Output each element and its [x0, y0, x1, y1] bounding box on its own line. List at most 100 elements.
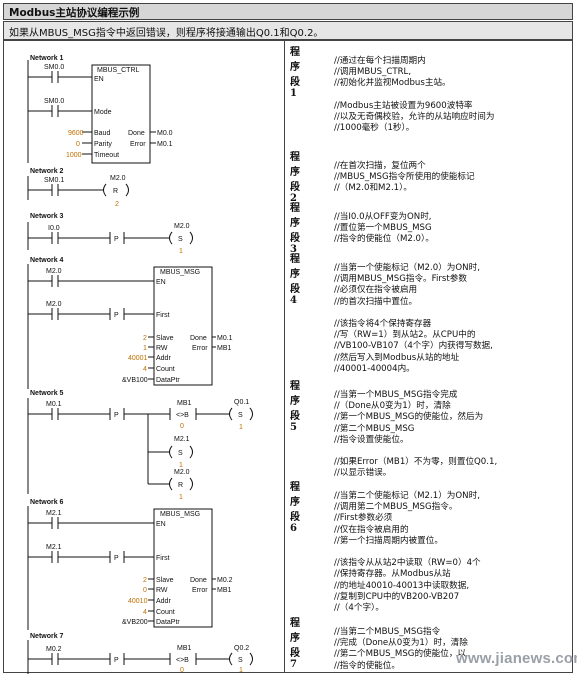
n5-coil2-count: 1: [179, 462, 183, 469]
section-title: 程序段4: [290, 254, 300, 306]
error-output: MB1: [217, 345, 232, 352]
pin-en: EN: [156, 279, 166, 286]
section-title: 程序段1: [290, 47, 300, 99]
subtitle-bar: 如果从MBUS_MSG指令中返回错误，则程序将接通输出Q0.1和Q0.2。: [3, 21, 573, 40]
done-output: M0.0: [157, 130, 173, 137]
section-comment: //通过在每个扫描周期内 //调用MBUS_CTRL, //初始化并监视Modb…: [334, 56, 495, 134]
slave-value: 2: [143, 335, 147, 342]
network-label: Network 3: [30, 213, 64, 220]
n5-cmp-value: 0: [180, 423, 184, 430]
content-frame: [3, 40, 573, 673]
pin-baud: Baud: [94, 130, 110, 137]
block-name: MBUS_MSG: [160, 269, 200, 276]
network-1: SM0.0 SM0.0 MBUS_CTRL EN Mode 9600 Baud …: [28, 64, 173, 164]
pin-done: Done: [190, 577, 207, 584]
n5-coil3-label: M2.0: [174, 469, 190, 476]
pin-dataptr: DataPtr: [156, 377, 180, 384]
network-2: SM0.1 M2.0 R 2: [28, 175, 129, 208]
n5-coil2-type: S: [178, 450, 183, 457]
section-title: 程序段7: [290, 618, 300, 670]
section-comment: //当第一个使能标记（M2.0）为ON时, //调用MBUS_MSG指令。Fir…: [334, 263, 493, 374]
n7-contact-label: M0.2: [46, 646, 62, 653]
n2-coil-count: 2: [115, 201, 119, 208]
pin-count: Count: [156, 609, 175, 616]
pin-count: Count: [156, 366, 175, 373]
page-title: Modbus主站协议编程示例: [9, 7, 140, 19]
n5-coil1-label: Q0.1: [234, 399, 249, 406]
network-4: M2.0 M2.0 P MBUS_MSG EN First 2 Slave 1 …: [28, 266, 233, 386]
network-label: Network 5: [30, 390, 64, 397]
page-subtitle: 如果从MBUS_MSG指令中返回错误，则程序将接通输出Q0.1和Q0.2。: [9, 28, 324, 39]
pin-first: First: [156, 312, 170, 319]
n5-coil1-type: S: [238, 412, 243, 419]
n2-contact-label: SM0.1: [44, 177, 64, 184]
n2-coil-type: R: [113, 188, 118, 195]
addr-value: 40010: [128, 598, 148, 605]
block-name: MBUS_CTRL: [97, 67, 140, 74]
n5-coil1-count: 1: [239, 424, 243, 431]
dataptr-value: &VB200: [122, 619, 148, 626]
network-3: I0.0 P M2.0 S 1: [28, 223, 193, 255]
pin-error: Error: [192, 587, 208, 594]
n7-coil-label: Q0.2: [234, 645, 249, 652]
n3-coil-count: 1: [179, 248, 183, 255]
n7-coil-count: 1: [239, 667, 243, 674]
slave-value: 2: [143, 577, 147, 584]
section-comment: //在首次扫描，复位两个 //MBUS_MSG指令所使用的使能标记 //（M2.…: [334, 161, 475, 194]
count-value: 4: [143, 609, 147, 616]
mbus-ctrl-block: [91, 64, 151, 164]
section-title: 程序段5: [290, 381, 300, 433]
n5-coil3-type: R: [178, 482, 183, 489]
error-output: M0.1: [157, 141, 173, 148]
pin-slave: Slave: [156, 335, 174, 342]
n4-contact2-label: M2.0: [46, 301, 62, 308]
n4-p-label: P: [114, 312, 119, 319]
n7-cmp-operand: MB1: [177, 645, 192, 652]
pin-en: EN: [156, 521, 166, 528]
column-divider: [284, 40, 285, 673]
n3-p-label: P: [114, 236, 119, 243]
pin-timeout: Timeout: [94, 152, 119, 159]
n3-coil-label: M2.0: [174, 223, 190, 230]
network-label: Network 6: [30, 499, 64, 506]
rw-value: 0: [143, 587, 147, 594]
network-label: Network 1: [30, 55, 64, 62]
n4-contact1-label: M2.0: [46, 268, 62, 275]
section-comment: //当第二个MBUS_MSG指令 //完成（Done从0变为1）时，清除 //第…: [334, 627, 468, 671]
error-output: MB1: [217, 587, 232, 594]
n1-contact2-label: SM0.0: [44, 98, 64, 105]
network-label: Network 7: [30, 633, 64, 640]
n7-cmp-op: <>B: [176, 657, 189, 664]
network-7: M0.2 P MB1 <>B 0 Q0.2 S 1: [28, 645, 253, 674]
section-title: 程序段6: [290, 482, 300, 534]
network-label: Network 4: [30, 257, 64, 264]
addr-value: 40001: [128, 355, 148, 362]
n5-contact-label: M0.1: [46, 401, 62, 408]
n3-contact-label: I0.0: [48, 225, 60, 232]
pin-addr: Addr: [156, 598, 171, 605]
pin-error: Error: [130, 141, 146, 148]
pin-done: Done: [128, 130, 145, 137]
pin-dataptr: DataPtr: [156, 619, 180, 626]
done-output: M0.2: [217, 577, 233, 584]
n7-cmp-value: 0: [180, 667, 184, 674]
pin-slave: Slave: [156, 577, 174, 584]
n7-coil-type: S: [238, 657, 243, 664]
pin-mode: Mode: [94, 109, 112, 116]
section-comment: //当第一个MBUS_MSG指令完成 //（Done从0变为1）时，清除 //第…: [334, 390, 498, 479]
done-output: M0.1: [217, 335, 233, 342]
n5-cmp-op: <>B: [176, 412, 189, 419]
n6-p-label: P: [114, 555, 119, 562]
mbus-msg-block-1: [153, 266, 213, 386]
n5-cmp-operand: MB1: [177, 400, 192, 407]
section-comment: //当第二个使能标记（M2.1）为ON时, //调用第二个MBUS_MSG指令。…: [334, 491, 481, 614]
baud-value: 9600: [68, 130, 84, 137]
pin-en: EN: [94, 76, 104, 83]
n5-coil3-count: 1: [179, 494, 183, 501]
network-6: M2.1 M2.1 P MBUS_MSG EN First 2 Slave 0 …: [28, 508, 233, 628]
pin-done: Done: [190, 335, 207, 342]
watermark: www.jianews.com: [456, 650, 577, 667]
pin-addr: Addr: [156, 355, 171, 362]
n3-coil-type: S: [178, 236, 183, 243]
